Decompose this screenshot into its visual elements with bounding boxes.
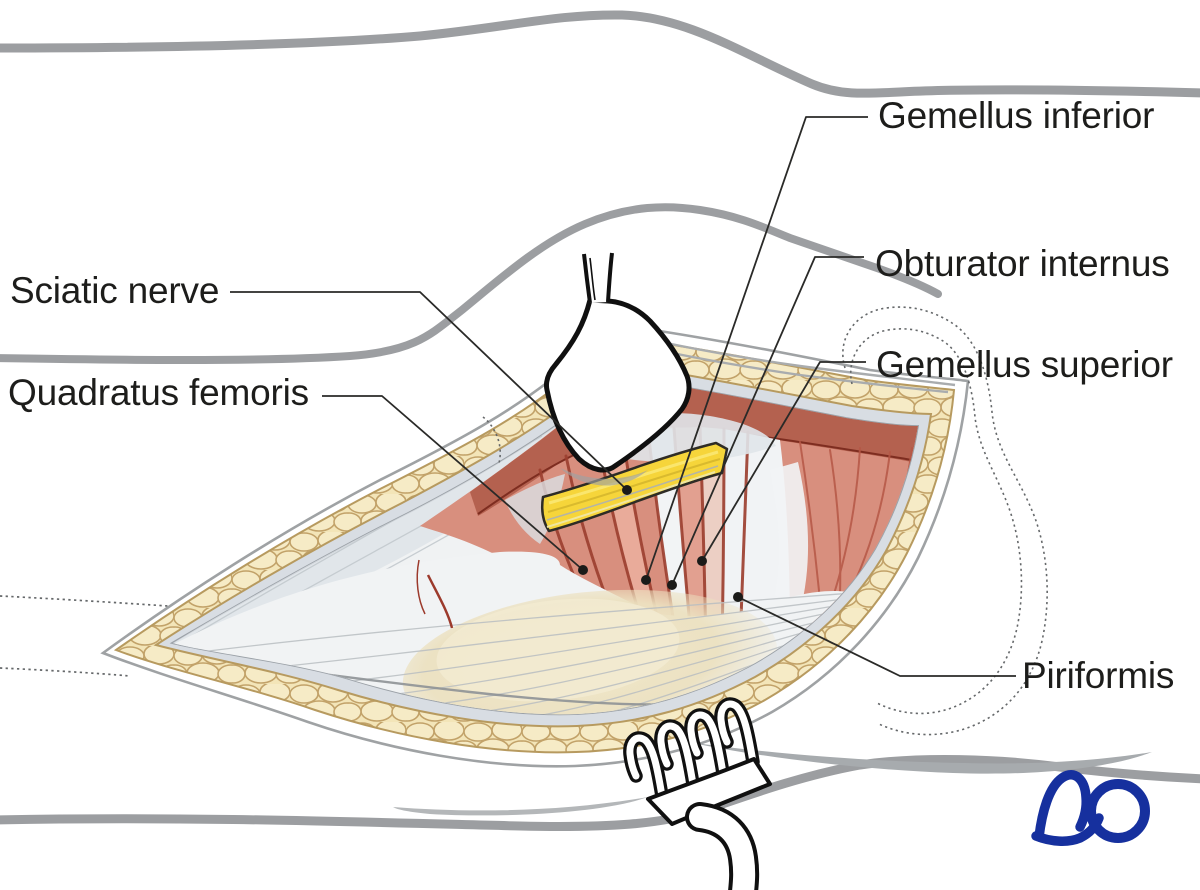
blunt-retractor-icon xyxy=(544,252,692,486)
sciatic-nerve-graphic xyxy=(541,441,729,533)
leader-line-quadratus-femoris xyxy=(322,395,584,571)
incision-wound xyxy=(100,326,970,768)
ao-logo: AO xyxy=(1031,770,1150,846)
buttock-fold-contour xyxy=(0,203,942,364)
label-piriformis: Piriformis xyxy=(1022,655,1175,696)
upper-body-contour xyxy=(0,10,1200,98)
leader-line-gemellus-inferior xyxy=(645,116,868,581)
label-gemellus-superior: Gemellus superior xyxy=(876,344,1173,385)
label-gemellus-inferior: Gemellus inferior xyxy=(878,95,1155,136)
rake-retractor-icon xyxy=(623,697,772,890)
label-sciatic-nerve: Sciatic nerve xyxy=(10,270,220,311)
leader-lines xyxy=(230,116,1016,677)
leader-line-obturator-internus xyxy=(671,256,864,586)
incision-extension-dotted-lines xyxy=(0,595,241,677)
leader-line-piriformis xyxy=(737,596,1016,677)
label-obturator-internus: Obturator internus xyxy=(875,243,1170,284)
skin-shadows xyxy=(393,742,1152,816)
leader-dots xyxy=(578,485,743,602)
label-quadratus-femoris: Quadratus femoris xyxy=(8,372,309,413)
leader-line-gemellus-superior xyxy=(701,361,866,562)
leader-line-sciatic-nerve xyxy=(230,291,628,491)
